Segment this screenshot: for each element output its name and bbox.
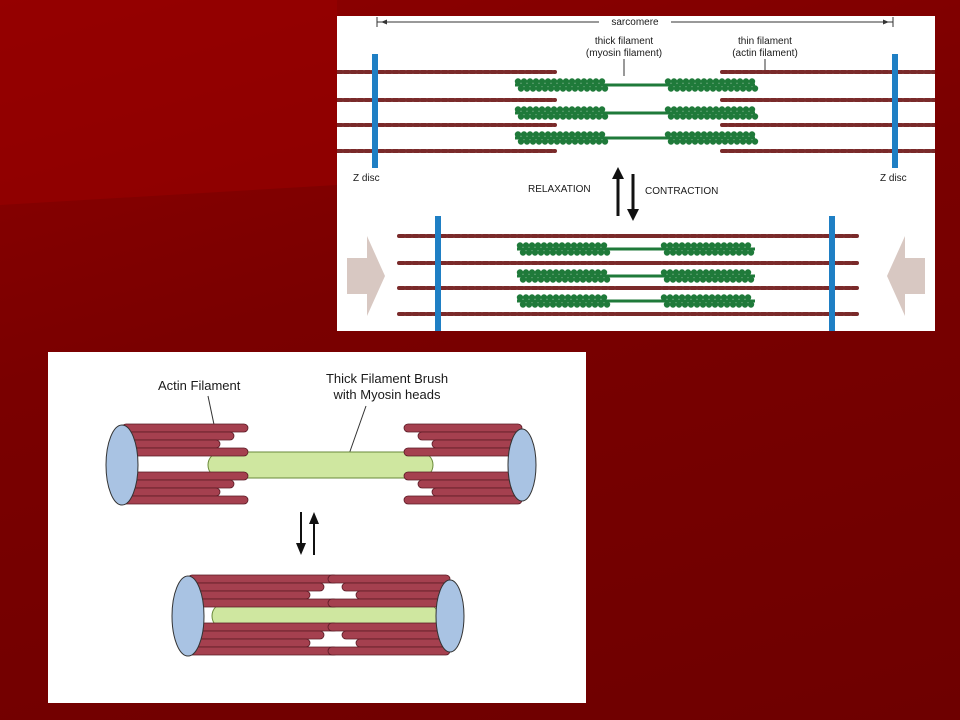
myosin-filament: [516, 294, 755, 308]
actin-rod: [121, 423, 249, 433]
actin-rod: [121, 495, 249, 505]
actin-rod: [341, 582, 451, 592]
right-push-arrow-icon: [887, 236, 925, 316]
actin-rod: [187, 582, 325, 592]
actin-rod: [187, 590, 311, 600]
relax-contract-arrows: [612, 167, 639, 221]
actin-rod: [187, 598, 339, 608]
myosin-filament: [516, 269, 755, 283]
thick-label-pointer: [347, 405, 367, 458]
contracted-sarcomere: [397, 216, 859, 331]
actin-rod: [417, 431, 523, 441]
relaxed-sarcomere: [337, 54, 935, 168]
actin-rod: [355, 638, 451, 648]
z-disc-left-label: Z disc: [353, 173, 380, 184]
actin-rod: [341, 630, 451, 640]
actin-rod: [187, 574, 339, 584]
sarcomere-span: [376, 16, 894, 28]
left-push-arrow-icon: [347, 236, 385, 316]
thick-filament-rod: [207, 451, 434, 479]
thin-filament-label: thin filament: [738, 36, 792, 47]
z-disc-left: [435, 216, 441, 331]
bundle-end-cap: [507, 428, 537, 502]
actin-rod: [327, 598, 451, 608]
contracted-filament-bundle: [171, 574, 465, 657]
actin-rod: [417, 479, 523, 489]
myosin-filament: [514, 131, 759, 145]
thick-filament-sublabel: (myosin filament): [586, 48, 662, 59]
actin-rod: [327, 574, 451, 584]
actin-rod: [431, 439, 523, 449]
actin-filament-label: Actin Filament: [158, 378, 241, 393]
bundle-arrows: [296, 512, 319, 555]
sarcomere-label: sarcomere: [611, 17, 659, 28]
actin-rod: [403, 471, 523, 481]
actin-rod: [187, 638, 311, 648]
bundle-end-cap: [171, 575, 205, 657]
actin-rod: [403, 423, 523, 433]
actin-rod: [187, 630, 325, 640]
actin-rod: [121, 471, 249, 481]
actin-rod: [187, 646, 339, 656]
thick-filament-brush-label: Thick Filament Brush: [326, 371, 448, 386]
relaxed-filament-bundle: [105, 423, 537, 506]
actin-rod: [355, 590, 451, 600]
actin-rod: [121, 447, 249, 457]
actin-rod: [121, 479, 235, 489]
thick-filament-label: thick filament: [595, 36, 654, 47]
bundle-end-cap: [435, 579, 465, 653]
z-disc-left: [372, 54, 378, 168]
thin-filament-sublabel: (actin filament): [732, 48, 798, 59]
thick-filament-brush-sublabel: with Myosin heads: [333, 387, 441, 402]
actin-rod: [431, 487, 523, 497]
actin-rod: [187, 622, 339, 632]
actin-rod: [403, 447, 523, 457]
z-disc-right: [829, 216, 835, 331]
myosin-filament: [514, 106, 759, 120]
filament-bundle-panel: Actin Filament Thick Filament Brush with…: [48, 352, 586, 703]
z-disc-right: [892, 54, 898, 168]
bundle-end-cap: [105, 424, 139, 506]
actin-rod: [327, 646, 451, 656]
contraction-label: CONTRACTION: [645, 186, 718, 197]
actin-rod: [121, 487, 221, 497]
sarcomere-diagram-panel: sarcomere thick filament (myosin filamen…: [337, 16, 935, 331]
relaxation-label: RELAXATION: [528, 184, 591, 195]
actin-rod: [327, 622, 451, 632]
z-disc-right-label: Z disc: [880, 173, 907, 184]
myosin-filament: [516, 242, 755, 256]
actin-rod: [121, 431, 235, 441]
actin-rod: [403, 495, 523, 505]
myosin-filament: [514, 78, 759, 92]
